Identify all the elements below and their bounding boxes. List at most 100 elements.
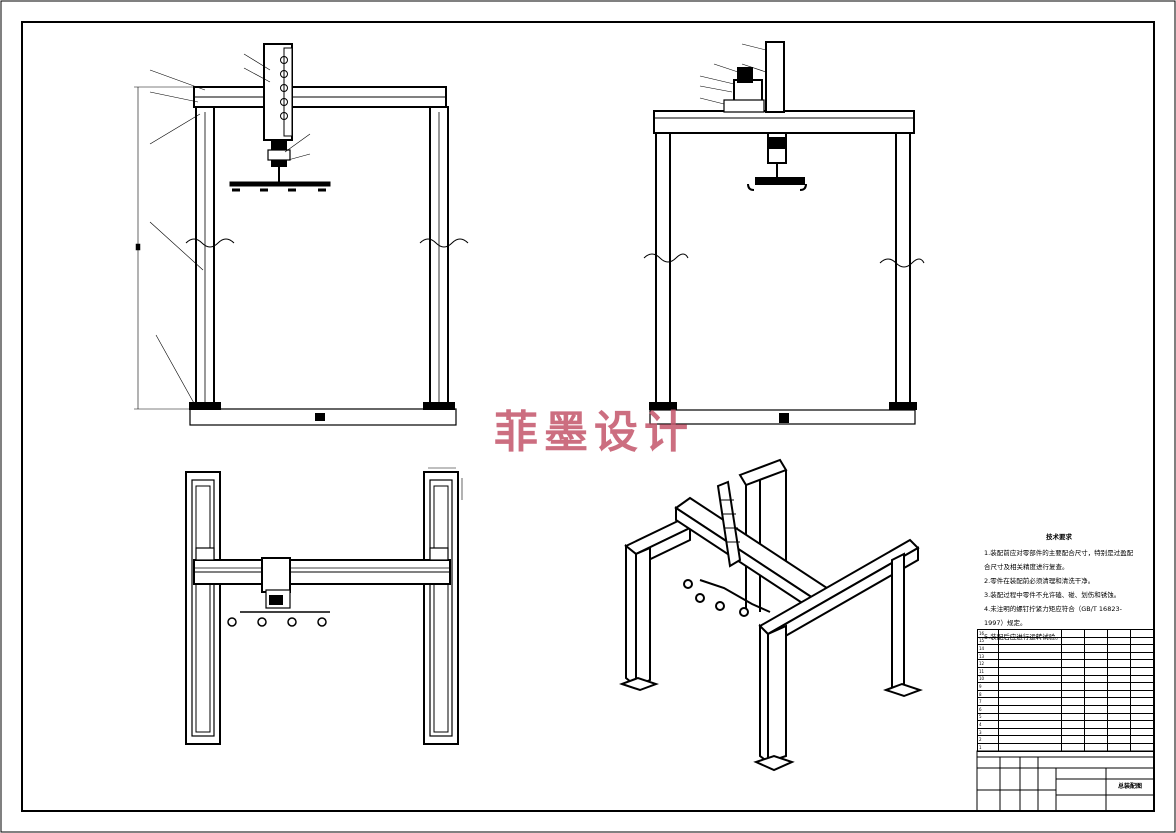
bom-cell <box>1107 735 1131 744</box>
bom-cell <box>1107 712 1131 722</box>
bom-cell <box>1107 651 1131 661</box>
bom-index: 6 <box>977 704 999 714</box>
bom-cell <box>1130 636 1154 646</box>
inner-frame <box>21 21 1155 812</box>
bom-row: 14 <box>977 644 1154 653</box>
bom-cell <box>998 666 1062 676</box>
bom-cell <box>1084 742 1108 752</box>
bom-cell <box>1107 644 1131 653</box>
bom-cell <box>1061 636 1085 646</box>
bom-cell <box>1084 735 1108 744</box>
bom-cell <box>998 674 1062 684</box>
bom-row: 3 <box>977 727 1154 737</box>
bom-row: 5 <box>977 712 1154 722</box>
bom-cell <box>1061 682 1085 691</box>
bom-index: 13 <box>977 651 999 661</box>
bom-cell <box>1061 735 1085 744</box>
bom-cell <box>1130 727 1154 737</box>
bom-cell <box>1130 742 1154 752</box>
bom-row: 7 <box>977 697 1154 706</box>
bom-index: 11 <box>977 666 999 676</box>
bom-cell <box>998 659 1062 668</box>
bom-cell <box>998 644 1062 653</box>
bom-row: 13 <box>977 651 1154 661</box>
bom-cell <box>1130 674 1154 684</box>
bom-cell <box>1084 629 1108 638</box>
bom-cell <box>1061 651 1085 661</box>
bom-index: 2 <box>977 735 999 744</box>
bom-cell <box>1130 704 1154 714</box>
bom-cell <box>1107 704 1131 714</box>
bom-cell <box>1130 689 1154 699</box>
bom-cell <box>998 651 1062 661</box>
bom-cell <box>1107 659 1131 668</box>
bom-cell <box>998 682 1062 691</box>
bom-cell <box>1061 712 1085 722</box>
notes-title: 技术要求 <box>1046 533 1072 541</box>
bom-cell <box>1061 742 1085 752</box>
bom-index: 16 <box>977 629 999 638</box>
bom-cell <box>1130 735 1154 744</box>
bom-cell <box>1130 666 1154 676</box>
bom-cell <box>1084 636 1108 646</box>
bom-cell <box>1107 689 1131 699</box>
bom-cell <box>1061 697 1085 706</box>
side-view <box>643 41 925 425</box>
bom-row: 10 <box>977 674 1154 684</box>
bom-cell <box>1107 720 1131 729</box>
bom-index: 9 <box>977 682 999 691</box>
bom-cell <box>998 727 1062 737</box>
bom-cell <box>1107 697 1131 706</box>
bom-cell <box>1061 659 1085 668</box>
bom-cell <box>1061 629 1085 638</box>
bom-row: 15 <box>977 636 1154 646</box>
bom-row: 8 <box>977 689 1154 699</box>
front-view <box>134 43 469 426</box>
bom-cell <box>1107 727 1131 737</box>
bom-cell <box>1107 636 1131 646</box>
bom-cell <box>1130 644 1154 653</box>
bom-cell <box>998 735 1062 744</box>
top-view <box>185 467 463 745</box>
bom-cell <box>998 720 1062 729</box>
bom-index: 15 <box>977 636 999 646</box>
bom-cell <box>1084 644 1108 653</box>
bom-cell <box>1130 651 1154 661</box>
bom-row: 6 <box>977 704 1154 714</box>
bom-cell <box>1084 674 1108 684</box>
bom-cell <box>1061 644 1085 653</box>
bom-cell <box>1061 720 1085 729</box>
bom-cell <box>1107 674 1131 684</box>
bom-cell <box>998 629 1062 638</box>
bom-cell <box>1130 629 1154 638</box>
bom-cell <box>1084 727 1108 737</box>
bom-row: 11 <box>977 666 1154 676</box>
bom-row: 9 <box>977 682 1154 691</box>
bom-index: 14 <box>977 644 999 653</box>
bom-cell <box>1084 651 1108 661</box>
bom-index: 4 <box>977 720 999 729</box>
bom-cell <box>1130 712 1154 722</box>
bom-index: 3 <box>977 727 999 737</box>
bom-index: 12 <box>977 659 999 668</box>
note-line: 1.装配前应对零部件的主要配合尺寸，特别是过盈配合尺寸及相关精度进行复查。 <box>984 549 1134 571</box>
bom-cell <box>998 742 1062 752</box>
bom-row: 1 <box>977 742 1154 752</box>
bom-cell <box>1084 689 1108 699</box>
bom-cell <box>1084 682 1108 691</box>
bom-cell <box>1061 674 1085 684</box>
bom-cell <box>1084 659 1108 668</box>
bom-cell <box>1130 659 1154 668</box>
drawing-name: 总装配图 <box>1117 783 1142 790</box>
isometric-view <box>619 458 923 772</box>
watermark-text: 菲墨设计 <box>494 407 694 458</box>
bom-cell <box>1107 666 1131 676</box>
bom-cell <box>998 636 1062 646</box>
note-line: 3.装配过程中零件不允许磕、碰、划伤和锈蚀。 <box>984 591 1121 599</box>
bom-cell <box>1107 629 1131 638</box>
bom-cell <box>1061 704 1085 714</box>
bom-cell <box>998 689 1062 699</box>
